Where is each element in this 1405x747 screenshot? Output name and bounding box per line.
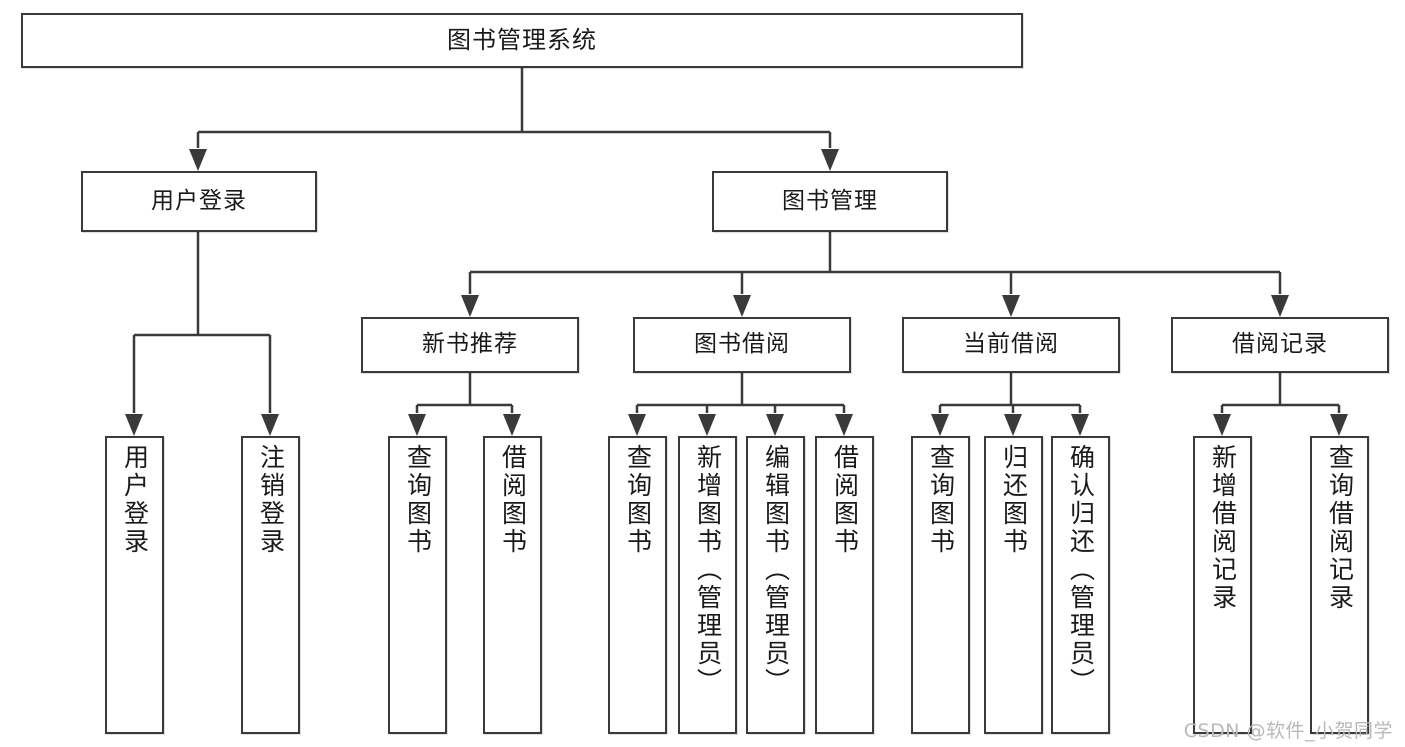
node-current-borrow[interactable]: 当前借阅 — [902, 317, 1120, 373]
node-leaf-borrow-book-1[interactable]: 借阅图书 — [483, 436, 542, 734]
node-leaf-query-book-2[interactable]: 查询图书 — [608, 436, 667, 734]
node-label-book-manage: 图书管理 — [782, 187, 878, 214]
node-label-leaf-confirm-return: 确认归还（管理员） — [1066, 444, 1096, 696]
node-leaf-add-book[interactable]: 新增图书（管理员） — [678, 436, 737, 734]
node-label-leaf-query-book-3: 查询图书 — [926, 444, 956, 556]
node-label-new-book-recommend: 新书推荐 — [422, 331, 518, 358]
node-label-leaf-add-record: 新增借阅记录 — [1208, 444, 1238, 612]
node-leaf-edit-book[interactable]: 编辑图书（管理员） — [746, 436, 805, 734]
node-borrow-record[interactable]: 借阅记录 — [1171, 317, 1389, 373]
node-label-borrow-record: 借阅记录 — [1232, 331, 1328, 358]
node-label-leaf-query-record: 查询借阅记录 — [1325, 444, 1355, 612]
node-label-leaf-borrow-book-1: 借阅图书 — [498, 444, 528, 556]
node-label-leaf-query-book-2: 查询图书 — [623, 444, 653, 556]
node-book-borrow[interactable]: 图书借阅 — [633, 317, 851, 373]
node-leaf-return-book[interactable]: 归还图书 — [984, 436, 1043, 734]
node-book-manage[interactable]: 图书管理 — [712, 171, 948, 232]
node-label-current-borrow: 当前借阅 — [963, 331, 1059, 358]
node-leaf-query-record[interactable]: 查询借阅记录 — [1310, 436, 1369, 734]
node-leaf-query-book-1[interactable]: 查询图书 — [388, 436, 447, 734]
node-leaf-confirm-return[interactable]: 确认归还（管理员） — [1051, 436, 1110, 734]
node-leaf-user-logout[interactable]: 注销登录 — [241, 436, 300, 734]
node-label-book-borrow: 图书借阅 — [694, 331, 790, 358]
watermark-text: CSDN @软件_小贺同学 — [1183, 720, 1393, 742]
node-new-book-recommend[interactable]: 新书推荐 — [361, 317, 579, 373]
node-root[interactable]: 图书管理系统 — [21, 13, 1023, 68]
node-label-leaf-query-book-1: 查询图书 — [403, 444, 433, 556]
node-label-leaf-user-login: 用户登录 — [120, 444, 150, 556]
node-label-leaf-user-logout: 注销登录 — [256, 444, 286, 556]
node-leaf-borrow-book-2[interactable]: 借阅图书 — [815, 436, 874, 734]
node-label-leaf-edit-book: 编辑图书（管理员） — [761, 444, 791, 696]
node-label-user-login: 用户登录 — [151, 187, 247, 214]
node-leaf-add-record[interactable]: 新增借阅记录 — [1193, 436, 1252, 734]
node-leaf-query-book-3[interactable]: 查询图书 — [911, 436, 970, 734]
node-label-leaf-return-book: 归还图书 — [999, 444, 1029, 556]
node-label-leaf-borrow-book-2: 借阅图书 — [830, 444, 860, 556]
node-label-root: 图书管理系统 — [447, 26, 597, 55]
node-label-leaf-add-book: 新增图书（管理员） — [693, 444, 723, 696]
node-leaf-user-login[interactable]: 用户登录 — [105, 436, 164, 734]
node-user-login[interactable]: 用户登录 — [81, 171, 317, 232]
